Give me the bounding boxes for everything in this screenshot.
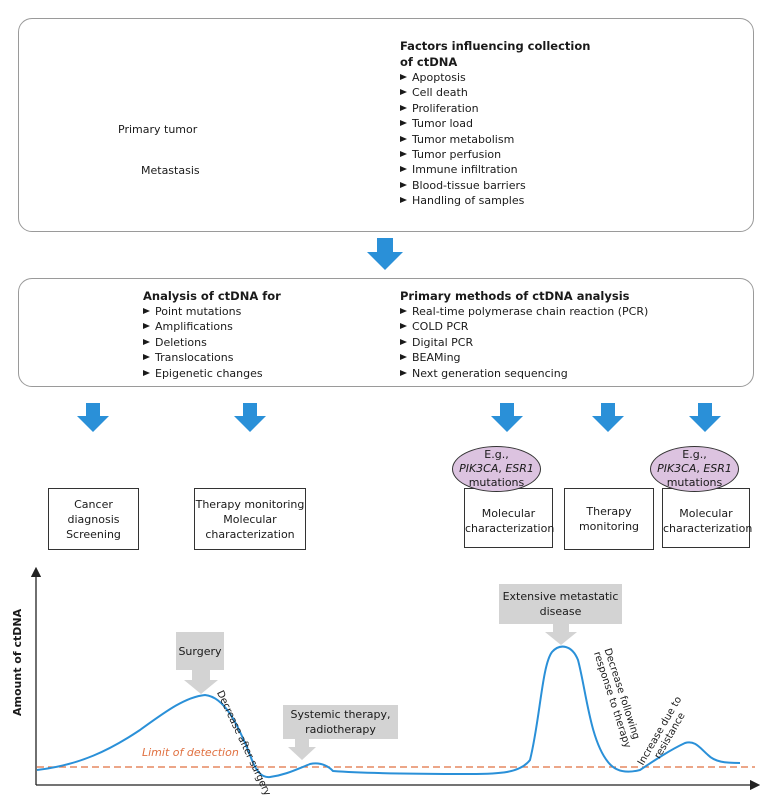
list-item: Handling of samples [400, 193, 526, 208]
molecular-characterization-box-2: Molecular characterization [662, 488, 753, 548]
list-item: Proliferation [400, 101, 526, 116]
ctdna-curve [36, 645, 741, 779]
callout-line: Extensive metastatic [502, 590, 619, 603]
arrow-down-icon [689, 403, 721, 432]
metastasis-label: Metastasis [141, 164, 200, 177]
box-line: Screening [66, 527, 121, 541]
box-line: Molecular [679, 507, 733, 520]
mutations-oval-2: E.g., PIK3CA, ESR1 mutations [650, 446, 739, 492]
y-axis-label: Amount of ctDNA [11, 608, 24, 716]
box-line: Cancer diagnosis [67, 497, 120, 526]
box-line: Molecular [223, 512, 277, 526]
extensive-disease-pointer [545, 624, 577, 645]
box-line: characterization [465, 522, 555, 535]
therapy-monitoring-box-2: Therapy monitoring [564, 488, 654, 550]
analysis-title: Analysis of ctDNA for [143, 289, 281, 303]
box-line: characterization [663, 522, 753, 535]
arrow-down-icon [234, 403, 266, 432]
arrow-down-icon [491, 403, 523, 432]
arrow-down-icon [367, 238, 403, 270]
factors-title-line1: Factors influencing collection [400, 39, 591, 53]
gene-separator: , [498, 462, 506, 475]
arrow-down-icon [592, 403, 624, 432]
extensive-disease-callout: Extensive metastatic disease [499, 584, 622, 624]
list-item: Deletions [143, 335, 263, 350]
list-item: Amplifications [143, 319, 263, 334]
list-item: COLD PCR [400, 319, 648, 334]
analysis-list: Point mutations Amplifications Deletions… [143, 304, 263, 381]
list-item: Translocations [143, 350, 263, 365]
callout-line: Systemic therapy, [290, 708, 391, 721]
gene-name: ESR1 [505, 462, 534, 475]
limit-of-detection-label: Limit of detection [142, 746, 239, 759]
callout-line: radiotherapy [305, 723, 376, 736]
list-item: Digital PCR [400, 335, 648, 350]
therapy-monitoring-box: Therapy monitoring Molecular characteriz… [194, 488, 306, 550]
oval-line: E.g., [682, 448, 707, 461]
list-item: Real-time polymerase chain reaction (PCR… [400, 304, 648, 319]
box-line: characterization [205, 527, 295, 541]
callout-line: disease [539, 605, 582, 618]
systemic-therapy-callout: Systemic therapy, radiotherapy [283, 705, 398, 739]
oval-genes: PIK3CA, ESR1 [651, 462, 738, 476]
methods-list: Real-time polymerase chain reaction (PCR… [400, 304, 648, 381]
mutations-oval: E.g., PIK3CA, ESR1 mutations [452, 446, 541, 492]
systemic-therapy-pointer [288, 738, 316, 760]
factors-list: Apoptosis Cell death Proliferation Tumor… [400, 70, 526, 209]
list-item: BEAMing [400, 350, 648, 365]
primary-tumor-label: Primary tumor [118, 123, 198, 136]
cancer-diagnosis-box: Cancer diagnosis Screening [48, 488, 139, 550]
oval-line: mutations [666, 476, 723, 489]
factors-title: Factors influencing collection of ctDNA [400, 39, 590, 70]
oval-line: mutations [468, 476, 525, 489]
factors-title-line2: of ctDNA [400, 54, 458, 69]
surgery-callout: Surgery [176, 632, 224, 670]
list-item: Cell death [400, 85, 526, 100]
oval-line: E.g., [484, 448, 509, 461]
gene-separator: , [696, 462, 704, 475]
list-item: Blood-tissue barriers [400, 178, 526, 193]
list-item: Tumor load [400, 116, 526, 131]
list-item: Tumor perfusion [400, 147, 526, 162]
gene-name: PIK3CA [459, 462, 499, 475]
box-line: monitoring [578, 520, 640, 533]
list-item: Point mutations [143, 304, 263, 319]
list-item: Next generation sequencing [400, 366, 648, 381]
list-item: Epigenetic changes [143, 366, 263, 381]
box-line: Therapy [586, 505, 632, 518]
collection-panel [18, 18, 754, 232]
list-item: Immune infiltration [400, 162, 526, 177]
molecular-characterization-box: Molecular characterization [464, 488, 555, 548]
arrow-down-icon [77, 403, 109, 432]
gene-name: PIK3CA [657, 462, 697, 475]
methods-title: Primary methods of ctDNA analysis [400, 289, 630, 303]
oval-genes: PIK3CA, ESR1 [453, 462, 540, 476]
box-line: Therapy monitoring [195, 497, 305, 511]
analysis-panel [18, 278, 754, 387]
box-line: Molecular [481, 507, 536, 520]
surgery-pointer [184, 670, 218, 694]
list-item: Apoptosis [400, 70, 526, 85]
gene-name: ESR1 [703, 462, 732, 475]
list-item: Tumor metabolism [400, 132, 526, 147]
